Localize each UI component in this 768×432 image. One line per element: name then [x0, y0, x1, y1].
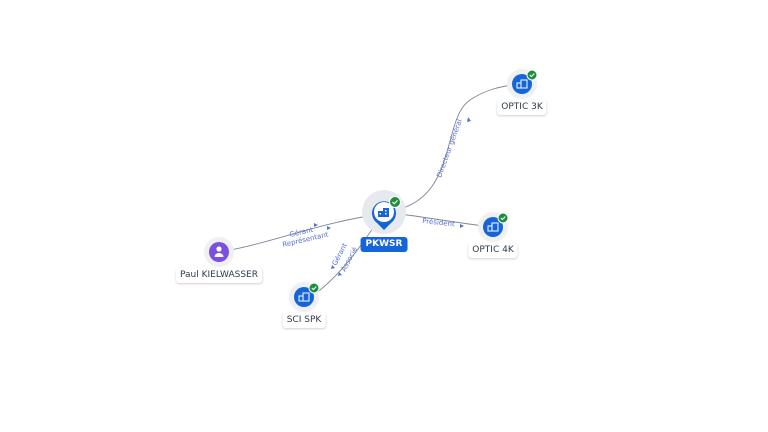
- person-icon: [214, 246, 224, 257]
- building-icon: [298, 292, 310, 302]
- node-label-optic4k[interactable]: OPTIC 4K: [468, 243, 518, 258]
- check-badge-icon: [497, 212, 509, 224]
- building-icon: [487, 222, 499, 232]
- node-optic4k[interactable]: [478, 212, 509, 242]
- node-label-paul[interactable]: Paul KIELWASSER: [176, 268, 262, 283]
- arrow-pkwsr-optic3k: [467, 117, 471, 122]
- node-optic3k[interactable]: [507, 69, 538, 99]
- node-scispk[interactable]: [289, 282, 320, 312]
- node-label-pkwsr[interactable]: PKWSR: [360, 237, 408, 252]
- arrow-paul-pkwsr-1: [314, 223, 318, 227]
- arrow-pkwsr-scispk-2: [338, 272, 342, 276]
- node-pkwsr[interactable]: [362, 190, 406, 234]
- check-badge-icon: [389, 196, 401, 208]
- node-paul[interactable]: [204, 237, 234, 267]
- edge-pkwsr-optic3k[interactable]: [383, 83, 522, 213]
- edge-arrows: [314, 117, 471, 276]
- node-label-scispk[interactable]: SCI SPK: [282, 313, 326, 328]
- edge-label-pkwsr-optic3k: Directeur général: [435, 118, 464, 178]
- building-icon: [516, 79, 528, 89]
- arrow-paul-pkwsr-2: [327, 226, 331, 230]
- arrow-pkwsr-scispk-1: [331, 265, 335, 269]
- edges: [218, 83, 522, 298]
- check-badge-icon: [308, 282, 320, 294]
- arrow-pkwsr-optic4k: [460, 224, 464, 228]
- node-label-optic3k[interactable]: OPTIC 3K: [497, 100, 547, 115]
- check-badge-icon: [526, 69, 538, 81]
- edge-paul-pkwsr[interactable]: [218, 213, 383, 253]
- edge-label-pkwsr-optic4k: Président: [422, 217, 456, 228]
- building-icon: [378, 208, 389, 217]
